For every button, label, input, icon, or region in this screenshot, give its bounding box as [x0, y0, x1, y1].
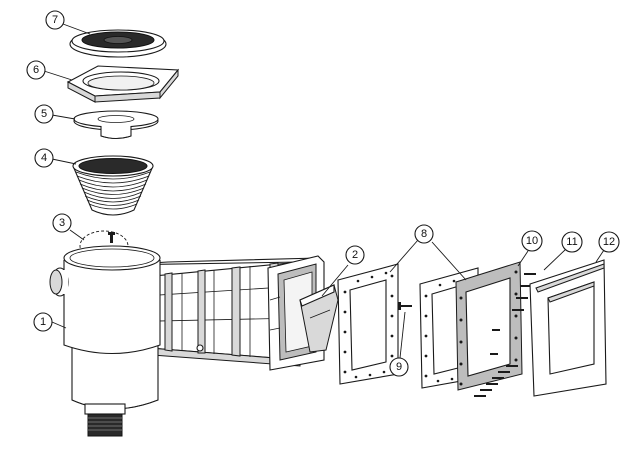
callout-12-label: 12: [603, 236, 615, 248]
part-4-basket: [72, 155, 154, 216]
callout-8: 8: [414, 224, 434, 244]
callout-1: 1: [33, 312, 53, 332]
part-12-trim: [529, 259, 607, 397]
callout-8-label: 8: [421, 228, 427, 240]
part-8-gasket-left: [337, 263, 399, 385]
callout-10: 10: [521, 230, 543, 252]
part-7-lid: [69, 29, 167, 58]
callout-4-label: 4: [41, 152, 47, 164]
part-2-weir: [299, 284, 339, 353]
callout-7-label: 7: [52, 14, 58, 26]
callout-11: 11: [561, 231, 583, 253]
part-10-faceplate: [455, 261, 523, 391]
callout-2-label: 2: [352, 249, 358, 261]
part-1-body: [49, 245, 204, 437]
part-6-collar: [66, 65, 180, 103]
part-5-adapter: [73, 110, 159, 140]
callout-3: 3: [52, 213, 72, 233]
callout-7: 7: [45, 10, 65, 30]
callout-3-label: 3: [59, 217, 65, 229]
callout-9-label: 9: [396, 361, 402, 373]
callout-9: 9: [389, 357, 409, 377]
part-9-screw: [398, 302, 412, 310]
callout-5: 5: [34, 104, 54, 124]
callout-2: 2: [345, 245, 365, 265]
callout-10-label: 10: [526, 235, 538, 247]
callout-1-label: 1: [40, 316, 46, 328]
callout-12: 12: [598, 231, 620, 253]
callout-6: 6: [26, 60, 46, 80]
callout-4: 4: [34, 148, 54, 168]
callout-6-label: 6: [33, 64, 39, 76]
callout-5-label: 5: [41, 108, 47, 120]
leader-lines: [43, 23, 605, 359]
callout-11-label: 11: [566, 236, 577, 248]
